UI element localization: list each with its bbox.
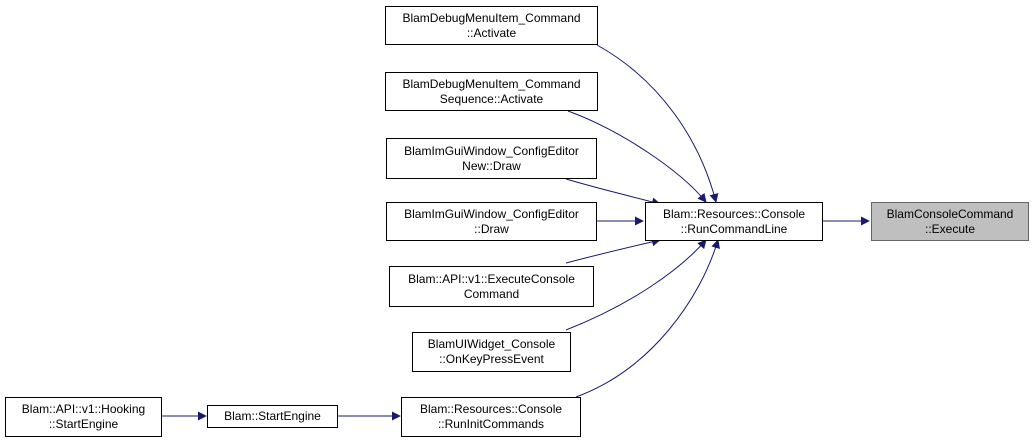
node-label-line2: ::RunInitCommands <box>437 417 545 431</box>
node-label-line1: BlamImGuiWindow_ConfigEditor <box>404 206 579 221</box>
edge-n7-n10 <box>575 239 720 398</box>
node-label-line2: Sequence::Activate <box>439 91 544 106</box>
node-label-line1: BlamUIWidget_Console <box>427 337 556 351</box>
node-label-line1: Blam::Resources::Console <box>662 206 806 221</box>
edge-n1-n10 <box>596 44 719 203</box>
node-label-line2: ::Activate <box>466 25 517 40</box>
node-label-line1: Blam::API::v1::Hooking <box>21 402 146 416</box>
node-blamuiwidget-console-onkeypressevent[interactable]: BlamUIWidget_Console ::OnKeyPressEvent <box>412 332 571 372</box>
node-label-line1: Blam::StartEngine <box>224 409 321 423</box>
edge-n2-n10 <box>567 110 707 203</box>
node-label-line2: ::Draw <box>474 221 509 236</box>
node-blam-startengine[interactable]: Blam::StartEngine <box>207 405 338 428</box>
node-blamdebugmenuitem-commandsequence-activate[interactable]: BlamDebugMenuItem_Command Sequence::Acti… <box>385 72 598 111</box>
node-blamimguiwindow-configeditornew-draw[interactable]: BlamImGuiWindow_ConfigEditor New::Draw <box>386 138 597 179</box>
node-blamconsolecommand-execute: BlamConsoleCommand ::Execute <box>871 202 1029 241</box>
node-label-line1: Blam::Resources::Console <box>419 402 563 416</box>
node-blamdebugmenuitem-command-activate[interactable]: BlamDebugMenuItem_Command ::Activate <box>385 6 598 45</box>
node-label-line1: BlamConsoleCommand <box>886 206 1014 221</box>
node-blam-api-v1-executeconsolecommand[interactable]: Blam::API::v1::ExecuteConsole Command <box>389 266 594 307</box>
edge-n3-n10 <box>565 178 661 207</box>
node-blam-resources-console-runinitcommands[interactable]: Blam::Resources::Console ::RunInitComman… <box>401 397 581 437</box>
edge-n5-n10 <box>565 237 661 264</box>
node-label-line1: Blam::API::v1::ExecuteConsole <box>408 271 575 286</box>
edge-n6-n10 <box>565 239 707 331</box>
node-label-line2: New::Draw <box>462 158 521 173</box>
node-blam-resources-console-runcommandline[interactable]: Blam::Resources::Console ::RunCommandLin… <box>645 202 823 241</box>
node-label-line1: BlamImGuiWindow_ConfigEditor <box>404 143 579 158</box>
node-blam-api-v1-hooking-startengine[interactable]: Blam::API::v1::Hooking ::StartEngine <box>5 397 162 437</box>
node-label-line2: Command <box>463 286 520 301</box>
node-label-line2: ::OnKeyPressEvent <box>439 352 544 366</box>
node-label-line2: ::StartEngine <box>48 417 119 431</box>
node-label-line2: ::Execute <box>924 221 976 236</box>
node-label-line2: ::RunCommandLine <box>680 221 788 236</box>
node-blamimguiwindow-configeditor-draw[interactable]: BlamImGuiWindow_ConfigEditor ::Draw <box>386 202 597 241</box>
node-label-line1: BlamDebugMenuItem_Command <box>402 10 581 25</box>
node-label-line1: BlamDebugMenuItem_Command <box>402 76 581 91</box>
